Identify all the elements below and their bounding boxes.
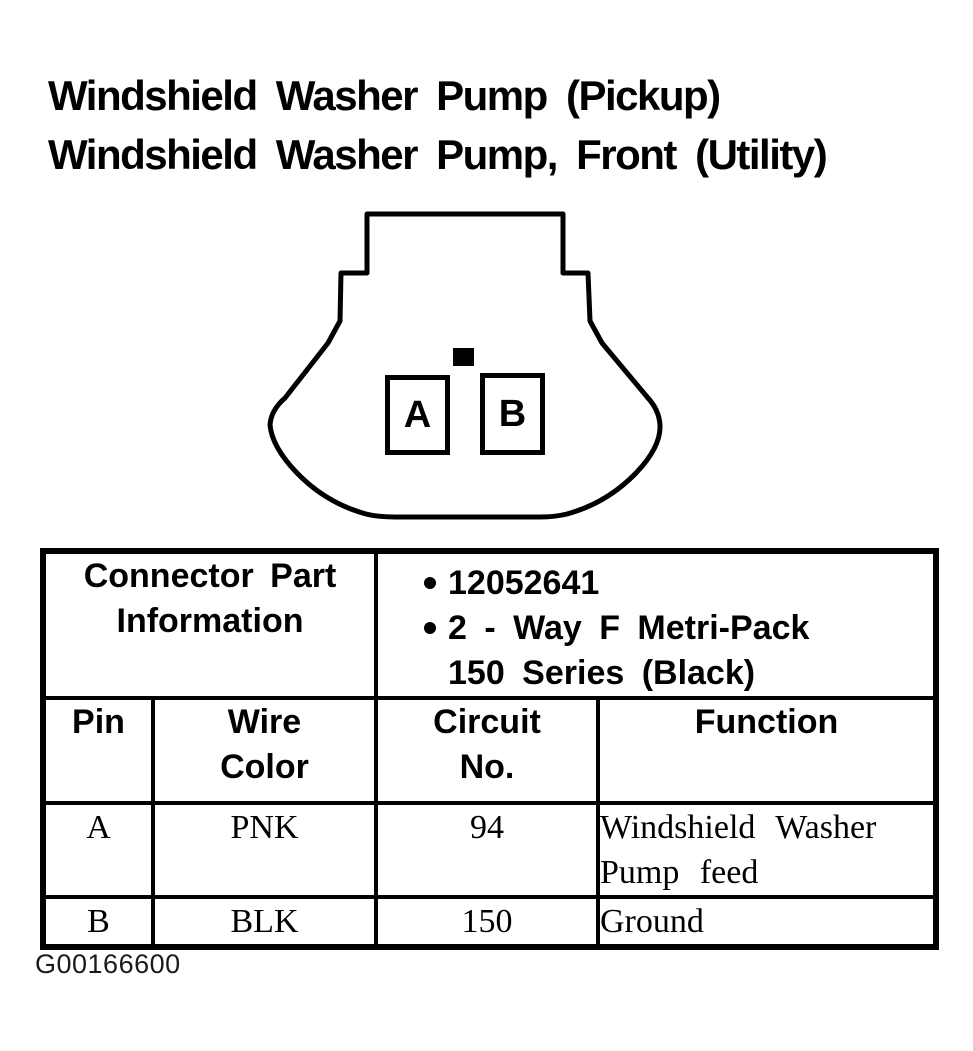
list-item: 2 - Way F Metri-Pack 150 Series (Black): [424, 606, 932, 694]
column-header-function: Function: [596, 696, 938, 805]
pin-a-label: A: [403, 393, 432, 436]
figure-id: G00166600: [35, 949, 181, 979]
function-cell: Ground: [596, 895, 938, 949]
pin-cell: A: [41, 801, 155, 899]
part-info-row: Connector Part Information 12052641 2 - …: [41, 549, 938, 700]
connector-outline-svg: [267, 211, 663, 520]
wire-color-cell: BLK: [151, 895, 378, 949]
pin-b-label: B: [498, 392, 527, 435]
page-title-line-1: Windshield Washer Pump (Pickup): [48, 72, 721, 119]
page-title-line-2: Windshield Washer Pump, Front (Utility): [48, 131, 828, 178]
column-header-pin: Pin: [41, 696, 155, 805]
table-row-pin-b: B BLK 150 Ground: [41, 895, 938, 949]
header-row: Pin Wire Color Circuit No. Function: [41, 696, 938, 805]
function-cell: Windshield Washer Pump feed: [596, 801, 938, 899]
table-row-pin-a: A PNK 94 Windshield Washer Pump feed: [41, 801, 938, 899]
connector-keyway-marker-icon: [453, 348, 474, 366]
circuit-no-cell: 94: [374, 801, 600, 899]
part-number: 12052641: [448, 564, 600, 602]
connector-series: 2 - Way F Metri-Pack 150 Series (Black): [448, 609, 810, 692]
column-header-wire-color: Wire Color: [151, 696, 378, 805]
column-header-circuit-no: Circuit No.: [374, 696, 600, 805]
page-title-block: Windshield Washer Pump (Pickup) Windshie…: [48, 66, 828, 184]
part-info-details: 12052641 2 - Way F Metri-Pack 150 Series…: [374, 549, 938, 700]
connector-outline: [267, 211, 663, 520]
pin-cell: B: [41, 895, 155, 949]
part-info-label: Connector Part Information: [41, 549, 378, 700]
list-item: 12052641: [424, 561, 932, 606]
circuit-no-cell: 150: [374, 895, 600, 949]
pin-cavity-b: B: [480, 373, 545, 455]
bullet-icon: [424, 622, 436, 634]
bullet-icon: [424, 577, 436, 589]
pin-cavity-a: A: [385, 375, 450, 455]
part-info-bullet-list: 12052641 2 - Way F Metri-Pack 150 Series…: [380, 555, 932, 694]
wire-color-cell: PNK: [151, 801, 378, 899]
connector-spec-table: Connector Part Information 12052641 2 - …: [40, 548, 939, 950]
connector-diagram: A B: [267, 211, 663, 520]
